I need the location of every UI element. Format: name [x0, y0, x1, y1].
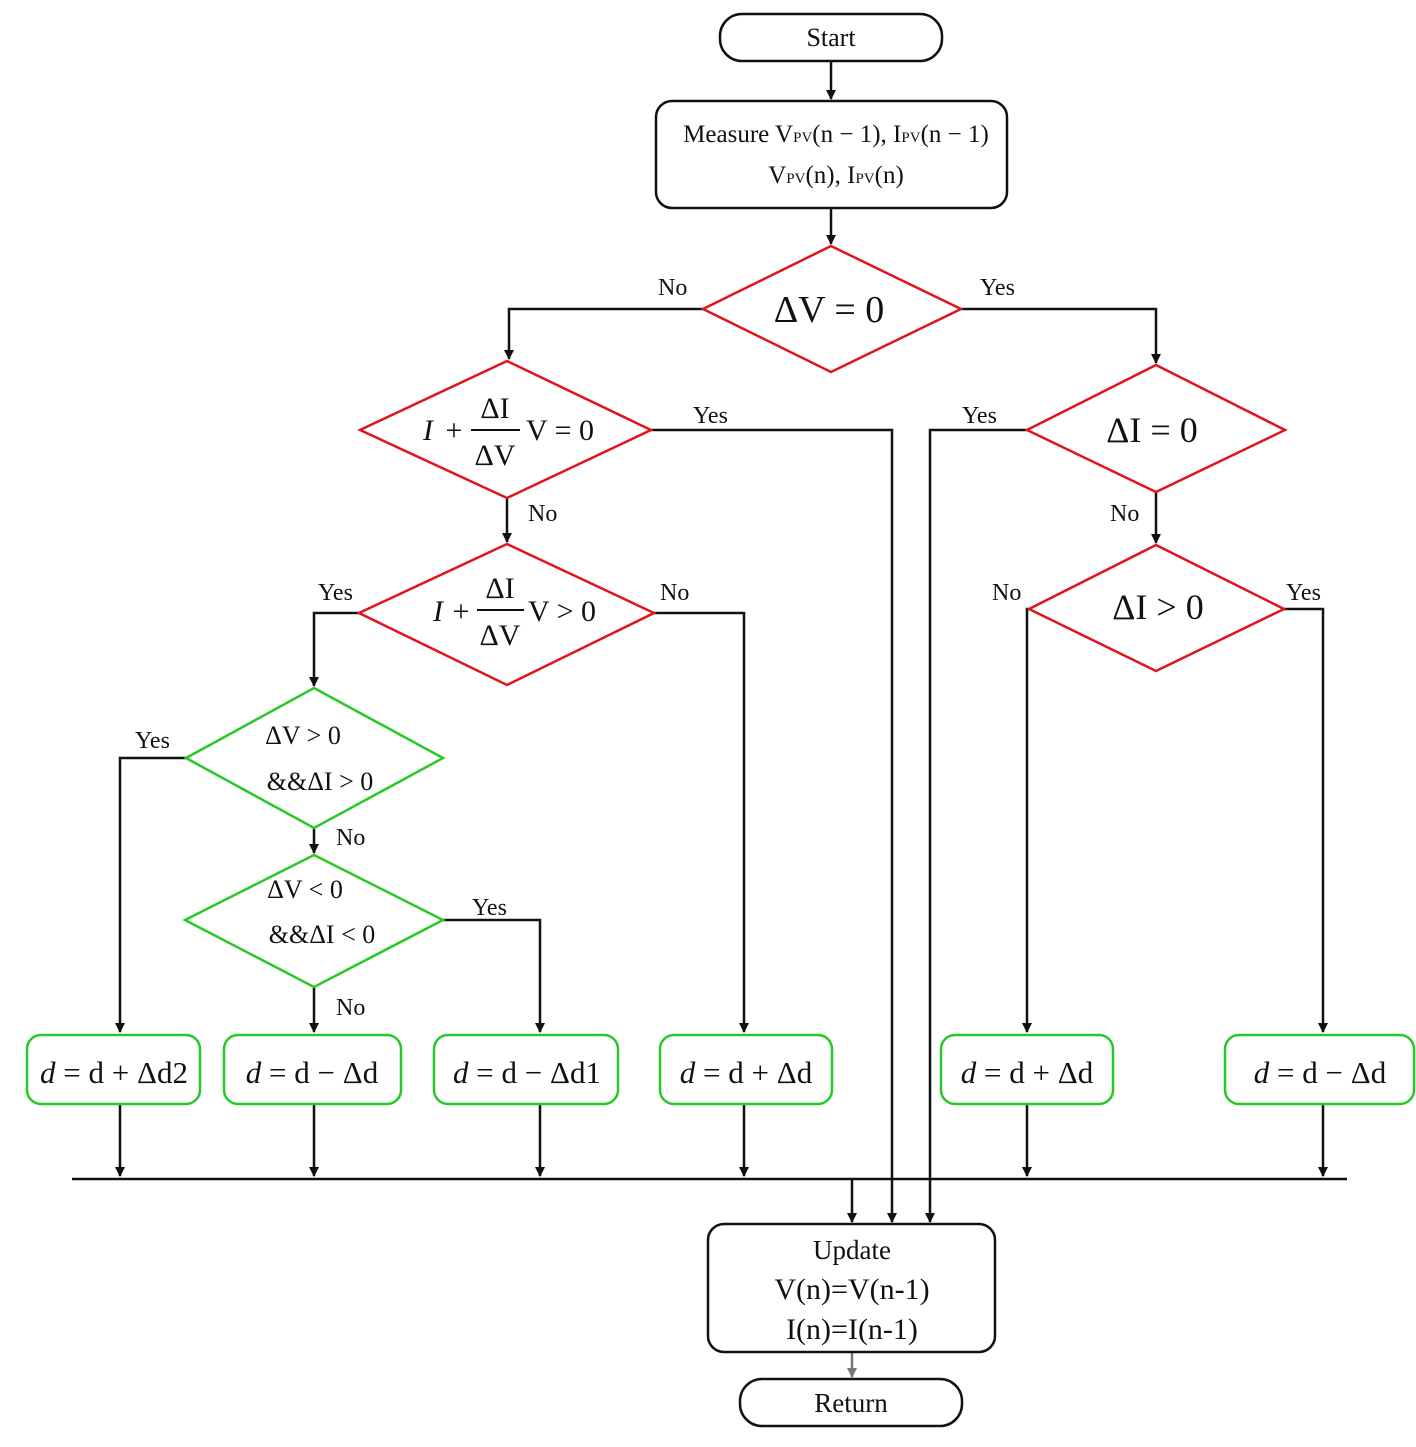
connectors [72, 61, 1347, 1378]
svg-text:I: I [432, 595, 445, 628]
svg-text:d = d − Δd1: d = d − Δd1 [453, 1055, 601, 1090]
svg-text:ΔV: ΔV [480, 619, 521, 652]
label-incond-eq-no: No [528, 501, 557, 527]
action-box-5: d = d + Δd [939, 1033, 1115, 1106]
label-di-gt-yes: Yes [1286, 580, 1321, 606]
svg-text:I: I [422, 414, 435, 447]
di-zero-label: ΔI = 0 [1106, 410, 1197, 450]
branch-labels: No Yes Yes No Yes No Yes No Yes No Yes N… [135, 275, 1321, 1021]
start-terminal [718, 12, 944, 63]
update-line2: V(n)=V(n-1) [774, 1273, 929, 1306]
svg-text:d = d + Δd: d = d + Δd [961, 1055, 1094, 1090]
dv-gt-line2: &&ΔI > 0 [267, 767, 374, 796]
measure-line2: VPV(n), IPV(n) [768, 162, 904, 189]
update-box [706, 1222, 997, 1354]
label-incond-eq-yes: Yes [693, 403, 728, 429]
incond-eq-formula: I + ΔI ΔV V = 0 [422, 392, 594, 472]
label-dv-gt-yes: Yes [135, 728, 170, 754]
label-incond-gt-no: No [660, 580, 689, 606]
incond-gt-formula: I + ΔI ΔV V > 0 [432, 572, 596, 652]
arrow-dv-lt-yes [443, 918, 545, 1033]
action-box-1: d = d + Δd2 [25, 1033, 202, 1106]
arrow-dv-zero-no [504, 307, 703, 360]
start-label: Start [806, 23, 856, 52]
label-dv-zero-yes: Yes [980, 275, 1015, 301]
label-dv-lt-no: No [336, 995, 365, 1021]
return-label: Return [814, 1388, 888, 1418]
svg-text:ΔI: ΔI [485, 572, 514, 605]
arrow-incond-gt-no [654, 611, 749, 1033]
label-incond-gt-yes: Yes [318, 580, 353, 606]
decision-di-gt [1026, 543, 1287, 673]
decision-di-zero [1024, 363, 1288, 494]
update-line3: I(n)=I(n-1) [786, 1313, 918, 1346]
arrow-dv-zero-yes [961, 307, 1161, 364]
svg-text:+: + [446, 414, 463, 447]
svg-text:d = d + Δd: d = d + Δd [680, 1055, 813, 1090]
svg-text:d = d − Δd: d = d − Δd [1254, 1055, 1387, 1090]
svg-text:ΔV: ΔV [475, 439, 516, 472]
arrow-incond-gt-yes [309, 611, 359, 687]
dv-gt-line1: ΔV > 0 [265, 721, 341, 750]
svg-text:d = d + Δd2: d = d + Δd2 [40, 1055, 188, 1090]
action-box-6: d = d − Δd [1223, 1033, 1416, 1106]
svg-text:d = d − Δd: d = d − Δd [246, 1055, 379, 1090]
arrow-di-zero-yes [925, 428, 1027, 1223]
decision-incond-gt [356, 542, 657, 687]
label-dv-gt-no: No [336, 825, 365, 851]
label-di-zero-yes: Yes [962, 403, 997, 429]
measure-box [654, 99, 1009, 210]
svg-text:V = 0: V = 0 [526, 414, 594, 447]
arrow-di-gt-yes [1284, 607, 1328, 1033]
svg-text:V > 0: V > 0 [528, 595, 596, 628]
svg-text:+: + [453, 595, 470, 628]
decision-dv-gt [183, 686, 446, 830]
decision-dv-lt [182, 853, 446, 989]
di-gt-label: ΔI > 0 [1112, 587, 1203, 627]
label-di-gt-no: No [992, 580, 1021, 606]
arrow-dv-gt-yes [115, 756, 186, 1033]
label-dv-zero-no: No [658, 275, 687, 301]
label-di-zero-no: No [1110, 501, 1139, 527]
action-box-4: d = d + Δd [658, 1033, 834, 1106]
arrow-di-gt-no [1022, 607, 1032, 1033]
decision-dv-zero [700, 244, 964, 374]
measure-line1: Measure VPV(n − 1), IPV(n − 1) [683, 121, 989, 148]
action-box-2: d = d − Δd [222, 1033, 403, 1106]
update-line1: Update [813, 1235, 891, 1265]
label-dv-lt-yes: Yes [472, 895, 507, 921]
action-box-3: d = d − Δd1 [432, 1033, 620, 1106]
dv-lt-line1: ΔV < 0 [267, 875, 343, 904]
return-terminal [738, 1377, 964, 1428]
dv-lt-line2: &&ΔI < 0 [269, 920, 376, 949]
dv-zero-label: ΔV = 0 [774, 289, 885, 331]
svg-text:ΔI: ΔI [480, 392, 509, 425]
arrow-incond-eq-yes [651, 428, 897, 1223]
